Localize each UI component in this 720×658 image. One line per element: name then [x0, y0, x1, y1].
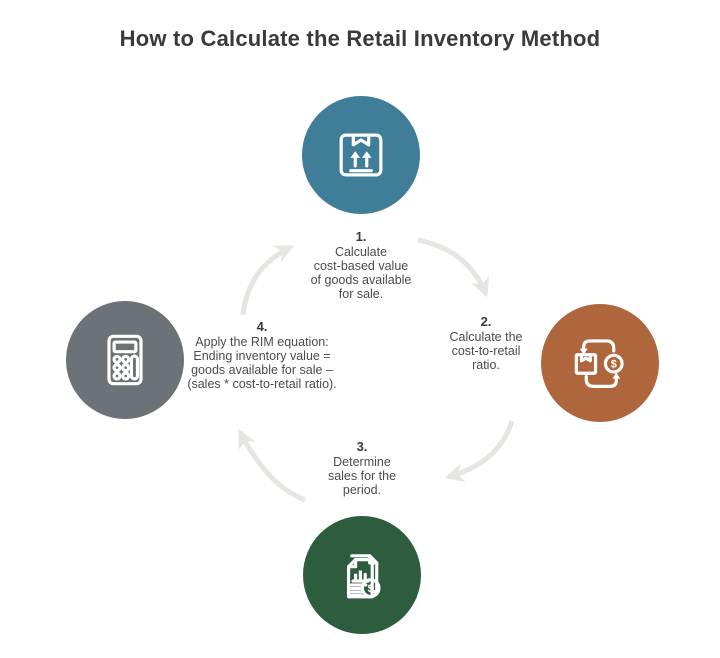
step3-circle: $ [303, 516, 421, 634]
step1-text: Calculate cost-based value of goods avai… [310, 245, 412, 301]
step1-label: 1. Calculate cost-based value of goods a… [281, 229, 441, 302]
arrow-step3-to-step4 [237, 428, 306, 503]
dollar-glyph: $ [368, 583, 374, 595]
step2-text: Calculate the cost-to-retail ratio. [449, 330, 523, 372]
step4-number: 4. [256, 319, 268, 334]
step2-label: 2. Calculate the cost-to-retail ratio. [426, 314, 546, 373]
package-up-arrows-icon [329, 123, 393, 187]
step4-label: 4. Apply the RIM equation: Ending invent… [167, 319, 357, 392]
step3-label: 3. Determine sales for the period. [302, 439, 422, 498]
step2-number: 2. [480, 314, 492, 329]
step1-number: 1. [355, 229, 367, 244]
step3-number: 3. [356, 439, 368, 454]
step4-circle [66, 301, 184, 419]
step2-circle: $ [541, 304, 659, 422]
page-title: How to Calculate the Retail Inventory Me… [119, 26, 601, 51]
step4-text: Apply the RIM equation: Ending inventory… [187, 335, 337, 391]
box-dollar-exchange-icon: $ [568, 331, 632, 395]
calculator-icon [93, 328, 157, 392]
arrow-step4-to-step1 [240, 244, 295, 316]
sales-report-dollar-icon: $ [330, 543, 394, 607]
step3-text: Determine sales for the period. [327, 455, 397, 497]
step1-circle [302, 96, 420, 214]
dollar-glyph: $ [611, 358, 617, 370]
arrow-step2-to-step3 [444, 420, 515, 483]
arrow-step1-to-step2 [417, 237, 489, 298]
